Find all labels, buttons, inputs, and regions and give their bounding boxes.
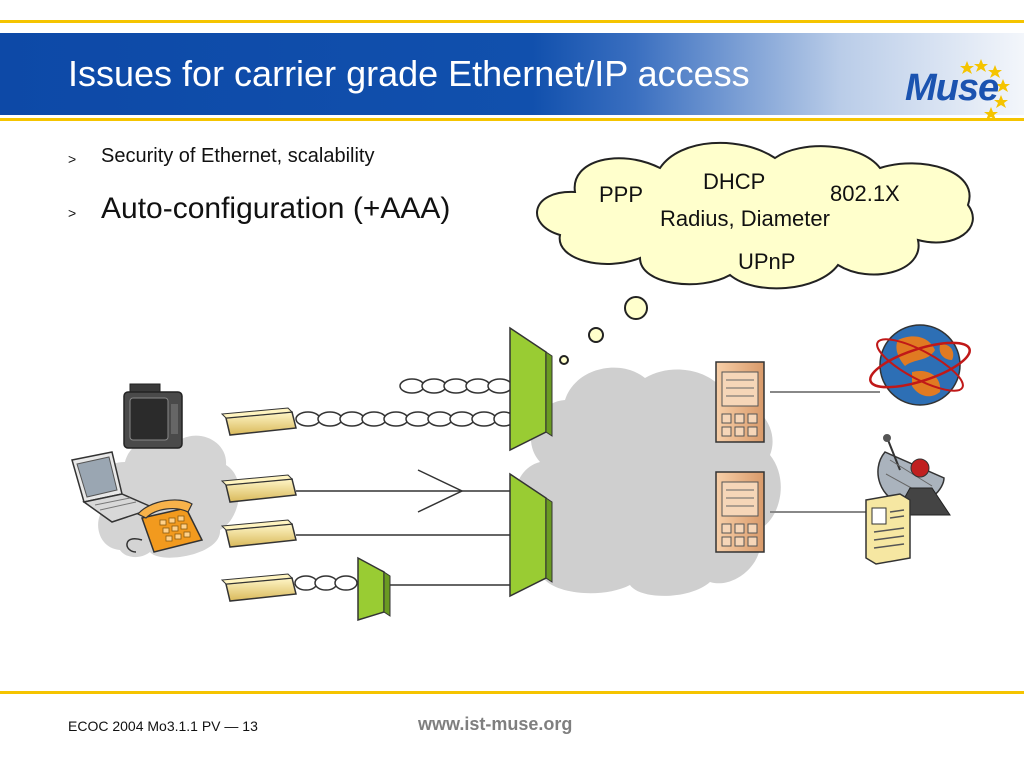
telephone-icon <box>126 499 204 553</box>
bullet-auto-configuration: > Auto-configuration (+AAA) <box>68 192 528 228</box>
footer-url: www.ist-muse.org <box>418 714 573 734</box>
access-switch-icon <box>357 556 391 622</box>
aggregation-arrow <box>417 469 464 513</box>
core-network-cloud <box>515 367 781 596</box>
modem-icon <box>220 407 297 436</box>
label-upnp: UPnP <box>738 249 795 274</box>
access-switch-icon <box>509 326 553 452</box>
label-radius-diameter: Radius, Diameter <box>660 206 830 231</box>
title-band <box>0 33 1024 115</box>
modem-icon <box>220 474 297 503</box>
top-accent-line <box>0 20 1024 23</box>
server-icon <box>715 471 765 553</box>
access-switch-icon <box>509 472 553 598</box>
label-dhcp: DHCP <box>703 169 765 194</box>
thought-dot-medium <box>588 327 604 343</box>
footer-conference: ECOC 2004 Mo3.1.1 PV — 13 <box>68 718 258 734</box>
protocol-thought-cloud <box>536 141 974 290</box>
bullet-marker: > <box>68 151 77 167</box>
muse-logo: Muse <box>905 55 1015 123</box>
chain-link-middle <box>295 411 515 427</box>
label-8021x: 802.1X <box>830 181 900 206</box>
laptop-icon <box>71 451 157 523</box>
bullet-text: Security of Ethernet, scalability <box>101 145 375 167</box>
logo-text: Muse <box>905 67 999 109</box>
content-document-icon <box>865 493 911 565</box>
slide-title: Issues for carrier grade Ethernet/IP acc… <box>68 53 750 94</box>
server-icon <box>715 361 765 443</box>
chain-link-top <box>399 378 513 394</box>
satellite-dish-icon <box>877 434 951 516</box>
footer-accent-line <box>0 691 1024 694</box>
chain-link-bottom <box>294 575 358 591</box>
internet-globe-icon <box>869 324 971 406</box>
bullet-marker: > <box>68 205 77 221</box>
bullet-text: Auto-configuration (+AAA) <box>101 192 451 225</box>
thought-dot-small <box>559 355 569 365</box>
bullet-security: > Security of Ethernet, scalability <box>68 144 488 170</box>
label-ppp: PPP <box>599 182 643 207</box>
title-accent-line <box>0 118 1024 121</box>
home-network-cloud <box>97 435 240 558</box>
thought-dot-large <box>624 296 648 320</box>
television-icon <box>123 383 183 449</box>
modem-icon <box>220 519 297 548</box>
modem-icon <box>220 573 297 602</box>
eu-stars-icon <box>960 59 1010 120</box>
